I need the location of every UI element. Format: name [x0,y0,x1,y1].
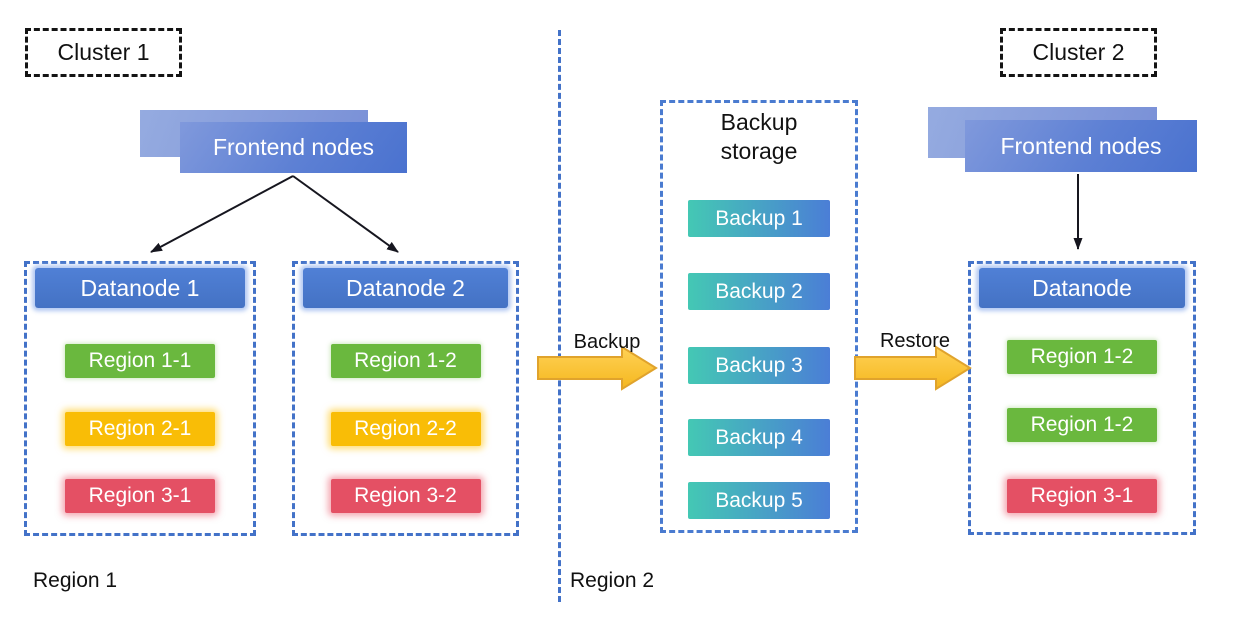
cluster-1-label: Cluster 1 [57,39,150,65]
region-1-footer-label: Region 1 [33,569,118,592]
backup-2-box: Backup 2 [688,273,830,310]
frontend-to-datanode-2-arrow [292,175,399,253]
restored-region-1-box: Region 1-2 [1007,340,1157,374]
frontend-nodes-right-label: Frontend nodes [1000,132,1162,159]
region-1-2-box: Region 1-2 [330,344,481,378]
cluster-1-label-box: Cluster 1 [25,28,182,77]
restore-flow-label: Restore [879,330,951,352]
region-3-2-box: Region 3-2 [330,479,481,513]
frontend-nodes-left: Frontend nodes [180,122,407,173]
region-1-2-label: Region 1-2 [354,349,457,372]
frontend-nodes-right: Frontend nodes [965,120,1197,172]
region-2-2-box: Region 2-2 [330,412,481,446]
datanode-2-header: Datanode 2 [303,268,508,308]
datanode-2-container: Datanode 2 Region 1-2 Region 2-2 Region … [292,261,519,536]
region-1-1-label: Region 1-1 [88,349,192,372]
backup-4-label: Backup 4 [715,425,803,449]
frontend-nodes-left-label: Frontend nodes [212,134,375,160]
backup-1-label: Backup 1 [715,206,803,230]
backup-storage-container: Backup storage Backup 1 Backup 2 Backup … [660,100,858,533]
datanode-1-container: Datanode 1 Region 1-1 Region 2-1 Region … [24,261,256,536]
cluster-2-label-box: Cluster 2 [1000,28,1157,77]
region-1-1-box: Region 1-1 [65,344,215,378]
region-3-2-label: Region 3-2 [354,484,457,507]
region-2-footer-label: Region 2 [570,569,655,592]
datanode-1-header: Datanode 1 [35,268,245,308]
region-2-2-label: Region 2-2 [354,417,457,440]
backup-flow-label: Backup [573,331,641,353]
backup-2-label: Backup 2 [715,279,803,303]
cluster-2-label: Cluster 2 [1032,39,1125,65]
backup-3-box: Backup 3 [688,347,830,384]
restored-region-1-label: Region 1-2 [1030,345,1134,368]
region-2-1-label: Region 2-1 [88,417,192,440]
region-2-1-box: Region 2-1 [65,412,215,446]
datanode-right-container: Datanode Region 1-2 Region 1-2 Region 3-… [968,261,1196,535]
restore-flow-arrow [854,345,972,391]
backup-4-box: Backup 4 [688,419,830,456]
backup-3-label: Backup 3 [715,353,803,377]
restored-region-3-box: Region 3-1 [1007,479,1157,513]
backup-5-box: Backup 5 [688,482,830,519]
datanode-right-title: Datanode [1032,274,1132,301]
restored-region-2-box: Region 1-2 [1007,408,1157,442]
region-3-1-label: Region 3-1 [88,484,192,507]
frontend-to-datanode-1-arrow [150,175,294,253]
backup-storage-title: Backup storage [720,109,798,164]
restored-region-3-label: Region 3-1 [1030,484,1134,507]
datanode-right-header: Datanode [979,268,1185,308]
backup-1-box: Backup 1 [688,200,830,237]
datanode-2-title: Datanode 2 [346,274,465,301]
region-3-1-box: Region 3-1 [65,479,215,513]
backup-5-label: Backup 5 [715,488,803,512]
datanode-1-title: Datanode 1 [80,274,200,301]
region-divider-line [558,30,561,602]
restored-region-2-label: Region 1-2 [1030,413,1134,436]
